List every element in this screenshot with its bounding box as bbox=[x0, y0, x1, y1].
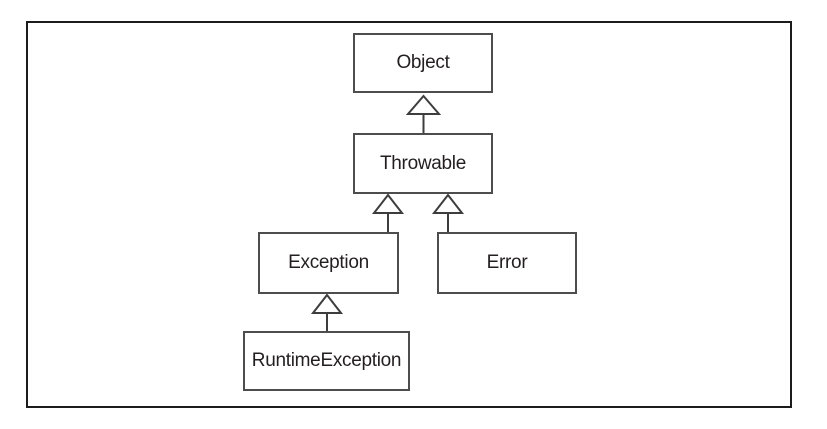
class-node-exception: Exception bbox=[258, 232, 399, 294]
class-node-error: Error bbox=[437, 232, 577, 294]
class-node-throwable: Throwable bbox=[353, 133, 493, 194]
class-node-runtime-exception: RuntimeException bbox=[243, 331, 410, 391]
class-label-runtime-exception: RuntimeException bbox=[251, 350, 402, 371]
class-node-object: Object bbox=[353, 33, 493, 93]
class-label-throwable: Throwable bbox=[379, 152, 466, 174]
class-label-error: Error bbox=[486, 252, 528, 273]
class-label-object: Object bbox=[396, 52, 450, 73]
class-label-exception: Exception bbox=[288, 252, 369, 273]
